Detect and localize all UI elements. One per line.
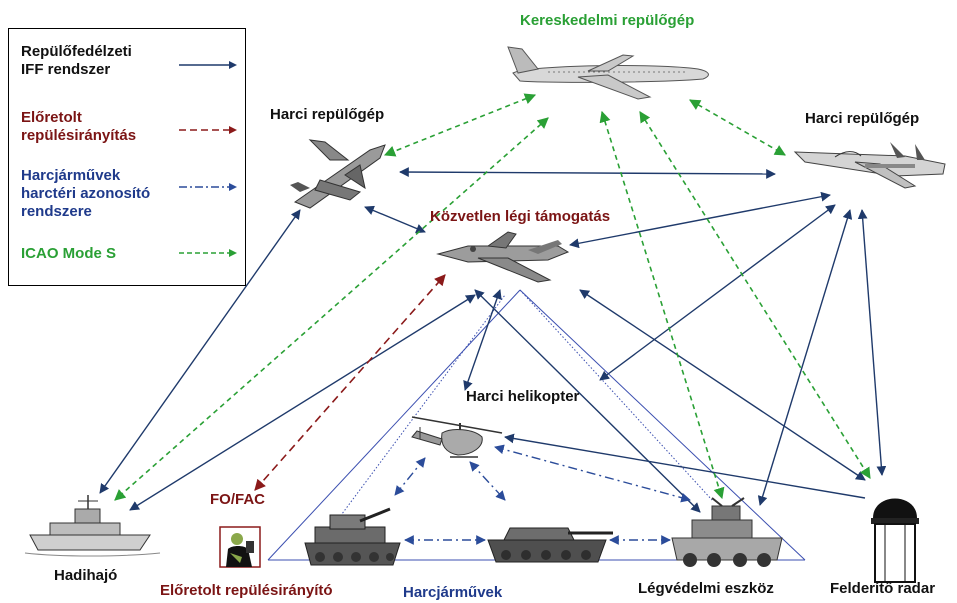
iff-link-cas-radar (579, 289, 866, 481)
legend-line-iff (179, 61, 237, 69)
attack-jet-icon (436, 231, 570, 283)
iff-link-fighters (399, 167, 776, 179)
airliner-icon (507, 46, 709, 100)
btid-link-heli-tank1 (394, 457, 426, 496)
label-fighter-left: Harci repülőgép (270, 106, 385, 123)
radar-dome-icon (871, 498, 919, 583)
legend-line-guidance (179, 126, 237, 134)
legend-item-guidance: Előretolt repülésirányítás (21, 109, 137, 144)
tank-icon (487, 527, 613, 563)
label-helicopter: Harci helikopter (466, 388, 580, 405)
legend-item-mode-s: ICAO Mode S (21, 245, 117, 262)
soldier-icon (219, 526, 261, 568)
tank-icon (304, 507, 401, 566)
label-air-defense: Légvédelmi eszköz (638, 580, 774, 597)
label-airliner: Kereskedelmi repülőgép (520, 12, 695, 29)
label-controller: Előretolt repülésirányító (160, 582, 333, 599)
iff-link-cas-ship (129, 294, 476, 511)
iff-link-fighter-heli (599, 204, 836, 381)
label-fighter-right: Harci repülőgép (805, 110, 920, 127)
modes-link-airliner-fighterR (689, 99, 786, 156)
modes-link-airliner-fighterL (383, 93, 537, 157)
legend-item-iff: Repülőfedélzeti IFF rendszer (21, 43, 132, 78)
iff-link-fighter-radar (857, 209, 887, 476)
fighter-jet-icon (290, 139, 386, 209)
legend-line-mode-s (179, 249, 237, 257)
guidance-links (254, 274, 446, 491)
btid-link-heli-tank2 (469, 461, 506, 501)
air-defense-vehicle-icon (671, 497, 783, 567)
label-radar: Felderítő radar (830, 580, 936, 597)
modes-link-airliner-radar (639, 111, 871, 479)
guidance-link-fofac-cas (254, 274, 446, 491)
modes-link-airliner-ship (114, 117, 549, 501)
iff-link-cas-heli (463, 289, 502, 391)
legend: Repülőfedélzeti IFF rendszer Előretolt r… (8, 28, 246, 286)
modes-link-airliner-ad (599, 110, 725, 500)
legend-line-btid (179, 183, 237, 191)
label-vehicles: Harcjárművek (403, 584, 503, 601)
label-cas: Közvetlen légi támogatás (430, 208, 611, 225)
helicopter-icon (411, 416, 503, 458)
fighter-jet-icon (793, 142, 946, 189)
warship-icon (24, 495, 161, 557)
label-warship: Hadihajó (54, 567, 118, 584)
label-fofac: FO/FAC (210, 491, 265, 508)
mode-s-links (114, 93, 871, 501)
legend-item-btid: Harcjárművek harctéri azonosító rendszer… (21, 167, 151, 220)
iff-link-fighter-cas (364, 205, 426, 234)
